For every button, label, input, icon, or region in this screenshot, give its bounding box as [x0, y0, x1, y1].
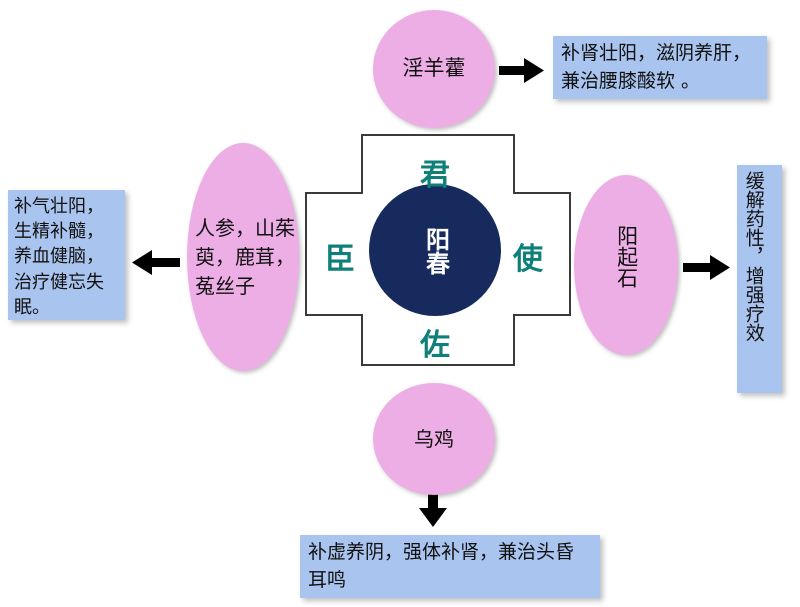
effect-bottom-box: 补虚养阴，强体补肾，兼治头昏耳鸣 [300, 535, 600, 598]
herb-right-ellipse: 阳起石 [574, 175, 678, 355]
arrow-down [419, 493, 447, 527]
role-chen: 臣 [325, 242, 355, 277]
herb-top-label: 淫羊藿 [402, 56, 466, 81]
effect-left-box: 补气壮阳，生精补髓，养血健脑，治疗健忘失眠。 [8, 190, 125, 320]
role-shi: 使 [513, 242, 543, 277]
herb-left-label: 人参，山茱萸，鹿茸，菟丝子 [195, 215, 295, 298]
arrow-right [683, 255, 730, 280]
effect-top-text: 补肾壮阳，滋阴养肝，兼治腰膝酸软 。 [561, 42, 752, 92]
arrow-left [132, 250, 180, 275]
effect-right-text: 缓解药性，增强疗效 [742, 171, 765, 342]
effect-right-box: 缓解药性，增强疗效 [737, 165, 782, 393]
effect-left-text: 补气壮阳，生精补髓，养血健脑，治疗健忘失眠。 [14, 196, 104, 318]
herb-right-label: 阳起石 [614, 225, 639, 288]
herb-bottom-label: 乌鸡 [414, 427, 454, 451]
role-zuo: 佐 [420, 328, 450, 363]
herb-left-ellipse: 人参，山茱萸，鹿茸，菟丝子 [187, 143, 299, 371]
arrow-top-right [499, 58, 544, 83]
effect-top-box: 补肾壮阳，滋阴养肝，兼治腰膝酸软 。 [553, 36, 767, 99]
role-jun: 君 [420, 158, 450, 193]
center-label: 阳春 [421, 227, 450, 275]
effect-bottom-text: 补虚养阴，强体补肾，兼治头昏耳鸣 [308, 541, 575, 591]
herb-bottom-ellipse: 乌鸡 [373, 383, 495, 495]
center-circle [369, 184, 501, 316]
herb-top-ellipse: 淫羊藿 [373, 10, 495, 128]
